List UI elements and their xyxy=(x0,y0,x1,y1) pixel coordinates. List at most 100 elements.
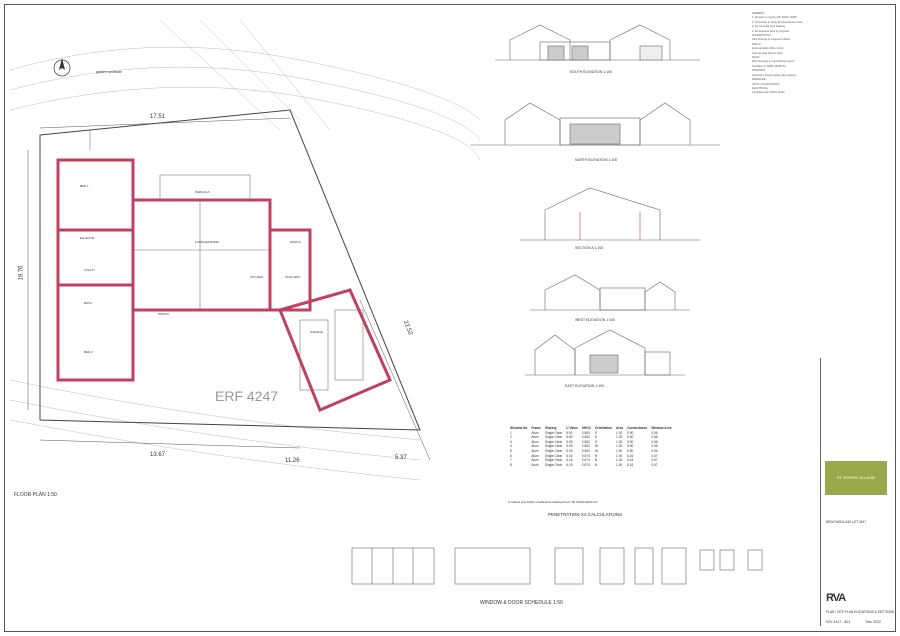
room-label: SCULLERY xyxy=(285,275,301,279)
table-header: Frame xyxy=(531,426,541,430)
room-label: PORCH xyxy=(158,312,169,316)
dim-bottom-3: 5.37 xyxy=(395,455,407,461)
north-elevation xyxy=(470,102,720,146)
table-cell: Alum xyxy=(531,453,539,458)
note-line: Compliant with SANS 10142 xyxy=(752,91,785,95)
note-line: Aluminium frames single clear glazing xyxy=(752,73,796,77)
table-cell: 5.90 xyxy=(566,444,573,449)
table-cell: 1.00 xyxy=(616,435,623,440)
table-cell: 0.56 xyxy=(651,430,658,435)
table-cell: 5.90 xyxy=(627,439,634,444)
drawing-number: SJV 4247 - A01 xyxy=(826,620,851,624)
dim-left: 19.76 xyxy=(18,265,25,281)
table-cell: 5.90 xyxy=(627,444,634,449)
interior-lines xyxy=(89,130,364,391)
table-cell: 0.563 xyxy=(581,430,590,435)
table-header: Orientation xyxy=(595,426,613,430)
drawing-date: Dec 2022 xyxy=(866,620,881,624)
south-elevation-title: SOUTH ELEVATION 1:100 xyxy=(570,70,613,74)
table-cell: 0.56 xyxy=(651,444,658,449)
table-cell: 0.56 xyxy=(651,439,658,444)
table-cell: 0.56 xyxy=(651,435,658,440)
table-cell: 0.563 xyxy=(581,444,590,449)
room-label: PERGOLA xyxy=(195,190,210,194)
note-line: ELECTRICAL xyxy=(752,86,768,90)
table-cell: Single Clear xyxy=(544,444,563,449)
site-boundary xyxy=(39,109,421,431)
table-cell: 5.90 xyxy=(627,435,634,440)
table-header: U Value xyxy=(566,426,578,430)
drawing-sheet xyxy=(4,4,896,632)
table-cell: 5.90 xyxy=(627,430,634,435)
table-cell: Alum xyxy=(531,444,539,449)
client-name: ST JOHN'S VILLAGE xyxy=(836,475,876,480)
note-line: 4. All structural work by engineer xyxy=(752,29,790,33)
building-walls xyxy=(56,158,392,412)
note-line: uPVC to SANS 10400 P xyxy=(752,82,780,86)
table-cell: 1.00 xyxy=(616,458,623,463)
note-line: WINDOWS xyxy=(752,69,766,73)
table-cell: 5.90 xyxy=(566,435,573,440)
note-line: GENERAL xyxy=(752,12,765,15)
table-header: Window No xyxy=(510,426,528,430)
note-line: Internal walls 110mm brick xyxy=(752,51,783,55)
north-arrow-icon xyxy=(53,58,71,77)
table-cell: 5 xyxy=(510,448,512,453)
table-cell: 1.00 xyxy=(616,453,623,458)
table-cell: 1.00 xyxy=(616,439,623,444)
table-cell: 0.563 xyxy=(581,448,590,453)
west-elevation-title: WEST ELEVATION 1:100 xyxy=(575,318,615,322)
room-label: PORCH xyxy=(290,240,301,244)
table-cell: Single Clear xyxy=(544,458,563,463)
table-cell: 6.16 xyxy=(566,458,573,463)
note-line: FOUNDATIONS xyxy=(752,34,771,38)
table-header: Window Area xyxy=(651,426,672,430)
section-a xyxy=(520,187,700,241)
table-cell: W xyxy=(595,448,599,453)
table-cell: 0.674 xyxy=(581,462,590,467)
west-elevation xyxy=(530,274,690,311)
note-line: WALLS xyxy=(752,42,761,46)
table-cell: 1.00 xyxy=(616,444,623,449)
table-cell: 0.674 xyxy=(581,458,590,463)
note-line: DRAINAGE xyxy=(752,78,766,82)
drawing-name: PLAN / SITE PLAN ELEVATIONS & SECTIONS xyxy=(826,610,894,614)
rva-logo: RVA xyxy=(826,592,846,604)
contour-lines xyxy=(9,19,481,481)
dim-bottom-1: 13.67 xyxy=(150,452,166,458)
room-label: BED 2 xyxy=(84,350,93,354)
table-cell: 0.563 xyxy=(581,435,590,440)
table-header: Area xyxy=(616,426,624,430)
note-line: 1. All work to comply with SANS 10400 xyxy=(752,16,797,20)
window-door-schedule xyxy=(351,547,763,585)
table-cell: 3 xyxy=(510,439,512,444)
table-cell: 5.90 xyxy=(566,439,573,444)
note-line: 2. Contractor to verify all dimensions o… xyxy=(752,20,803,24)
table-cell: N xyxy=(595,458,598,463)
table-cell: 1.00 xyxy=(616,430,623,435)
east-elevation xyxy=(525,329,685,376)
table-cell: 6.16 xyxy=(566,453,573,458)
table-cell: 6 xyxy=(510,453,512,458)
table-cell: 0.67 xyxy=(651,453,658,458)
title-block xyxy=(820,358,889,626)
table-cell: N xyxy=(595,462,598,467)
table-cell: 0.563 xyxy=(581,439,590,444)
table-header: Conductance xyxy=(627,426,648,430)
table-cell: 0.67 xyxy=(651,462,658,467)
table-cell: Alum xyxy=(531,448,539,453)
table-cell: Single Clear xyxy=(544,453,563,458)
room-label: UTILITY xyxy=(84,268,96,272)
note-line: Roof sheeting to manufacturer specs xyxy=(752,60,795,64)
dim-bottom-2: 11.26 xyxy=(285,458,300,464)
project-name: NEW DWELLING LOT 4247 xyxy=(826,520,866,524)
table-cell: 5.90 xyxy=(566,448,573,453)
table-cell: 0.56 xyxy=(651,448,658,453)
